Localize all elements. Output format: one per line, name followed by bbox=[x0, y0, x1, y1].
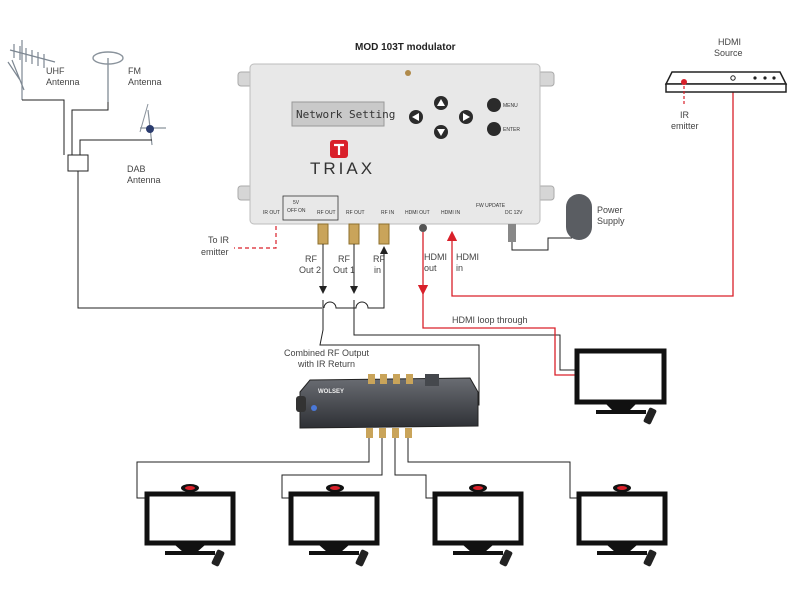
hdmi-loop-label: HDMI loop through bbox=[452, 315, 528, 325]
uhf-antenna-label-1: UHF bbox=[46, 66, 65, 76]
to-ir-emitter-label-2: emitter bbox=[201, 247, 229, 257]
antenna-wiring bbox=[22, 99, 322, 309]
rf-in-label-1: RF bbox=[373, 254, 385, 264]
rf-out1-label-1: RF bbox=[338, 254, 350, 264]
port-rf-out2-label: RF OUT bbox=[317, 210, 336, 216]
lcd-display bbox=[291, 101, 385, 127]
hdmi-source-label-2: Source bbox=[714, 48, 743, 58]
menu-button[interactable] bbox=[487, 98, 501, 112]
dab-antenna-label-2: Antenna bbox=[127, 175, 161, 185]
fm-antenna-label-1: FM bbox=[128, 66, 141, 76]
rf-out1-label-2: Out 1 bbox=[333, 265, 355, 275]
ir-emitter-label-1: IR bbox=[680, 110, 690, 120]
rf-in-label-2: in bbox=[374, 265, 381, 275]
enter-button[interactable] bbox=[487, 122, 501, 136]
amplifier-brand: WOLSEY bbox=[318, 389, 344, 395]
power-supply-label-1: Power bbox=[597, 205, 623, 215]
port-rf-in-label: RF IN bbox=[381, 210, 394, 216]
port-connectors bbox=[317, 223, 516, 245]
uhf-antenna-label-2: Antenna bbox=[46, 77, 80, 87]
tv-4-icon bbox=[576, 484, 668, 567]
port-bias-label: 5V bbox=[293, 200, 300, 206]
dab-antenna-icon bbox=[139, 103, 166, 146]
dpad[interactable] bbox=[409, 96, 473, 139]
port-bias-off-label: OFF bbox=[287, 208, 297, 214]
port-dc-label: DC 12V bbox=[505, 210, 523, 216]
hdmi-cables bbox=[417, 88, 734, 376]
fm-antenna-label-2: Antenna bbox=[128, 77, 162, 87]
lcd-text: Network Setting bbox=[296, 108, 395, 121]
dab-antenna-label-1: DAB bbox=[127, 164, 146, 174]
power-supply-icon bbox=[511, 194, 592, 251]
to-ir-emitter-label-1: To IR bbox=[208, 235, 230, 245]
enter-button-label: ENTER bbox=[503, 127, 520, 133]
port-rf-out1-label: RF OUT bbox=[346, 210, 365, 216]
uhf-antenna-icon bbox=[7, 40, 56, 100]
modulator-device bbox=[237, 63, 555, 225]
tv-2-icon bbox=[288, 484, 380, 567]
page-title: MOD 103T modulator bbox=[355, 42, 456, 53]
port-bias-on-label: ON bbox=[298, 208, 306, 214]
power-supply-label-2: Supply bbox=[597, 216, 625, 226]
port-ir-out-label: IR OUT bbox=[263, 210, 280, 216]
port-fw-label: FW UPDATE bbox=[476, 203, 506, 209]
port-hdmi-in-label: HDMI IN bbox=[441, 210, 461, 216]
rf-out2-label-2: Out 2 bbox=[299, 265, 321, 275]
amplifier-tv-cables bbox=[136, 438, 578, 499]
hdmi-in-label-1: HDMI bbox=[456, 252, 479, 262]
tv-3-icon bbox=[432, 484, 524, 567]
tv-1-icon bbox=[144, 484, 236, 567]
hdmi-source-label-1: HDMI bbox=[718, 37, 741, 47]
hdmi-source-icon bbox=[664, 71, 788, 93]
hdmi-out-label-2: out bbox=[424, 263, 437, 273]
hdmi-in-label-2: in bbox=[456, 263, 463, 273]
tv-hdmi-loop-icon bbox=[574, 348, 667, 425]
menu-button-label: MENU bbox=[503, 103, 518, 109]
ir-emitter-label-2: emitter bbox=[671, 121, 699, 131]
hdmi-out-label-1: HDMI bbox=[424, 252, 447, 262]
port-hdmi-out-label: HDMI OUT bbox=[405, 210, 430, 216]
combined-rf-label-1: Combined RF Output bbox=[284, 348, 370, 358]
brand-name: TRIAX bbox=[310, 159, 375, 178]
fm-antenna-icon bbox=[92, 51, 124, 102]
amplifier-device bbox=[296, 374, 479, 438]
ir-out-cable bbox=[234, 226, 277, 249]
combined-rf-label-2: with IR Return bbox=[297, 359, 355, 369]
rf-out2-label-1: RF bbox=[305, 254, 317, 264]
